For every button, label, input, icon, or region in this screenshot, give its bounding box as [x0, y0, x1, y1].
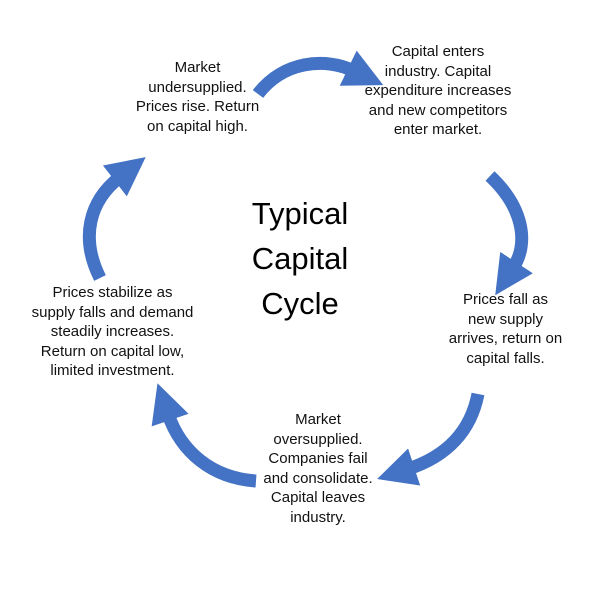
node-market-oversupplied: Market oversupplied. Companies fail and …	[263, 411, 373, 526]
arrow-prices-fall-to-oversupplied-icon	[377, 392, 485, 486]
diagram-title: Typical Capital Cycle	[251, 196, 349, 321]
arrow-oversupplied-to-prices-stabilize-icon	[151, 383, 257, 488]
arrow-capital-enters-to-prices-fall-icon	[485, 171, 533, 296]
arrow-prices-stabilize-to-undersupplied-icon	[82, 157, 146, 281]
node-capital-enters: Capital enters industry. Capital expendi…	[364, 43, 512, 138]
arrow-undersupplied-to-capital-enters-icon	[252, 50, 384, 99]
node-prices-fall: Prices fall as new supply arrives, retur…	[448, 291, 563, 367]
node-market-undersupplied: Market undersupplied. Prices rise. Retur…	[135, 59, 260, 135]
node-prices-stabilize: Prices stabilize as supply falls and dem…	[31, 284, 194, 379]
